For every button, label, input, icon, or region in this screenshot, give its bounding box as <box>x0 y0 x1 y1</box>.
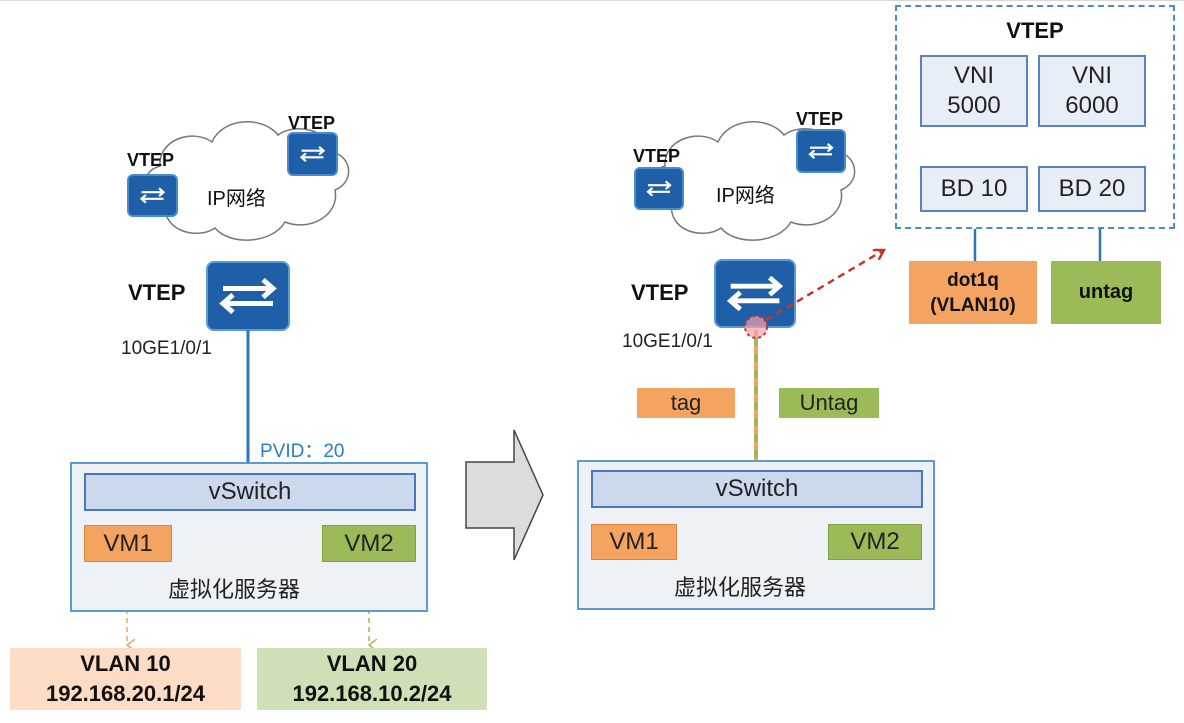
right-small-vtep-1-label: VTEP <box>633 146 681 166</box>
left-vm2: VM2 <box>322 525 416 562</box>
vni6000-line1: VNI <box>1071 62 1112 89</box>
vlan20-box: VLAN 20 192.168.10.2/24 <box>257 648 487 710</box>
vni6000-cell: VNI 6000 <box>1038 55 1146 127</box>
vlan20-name: VLAN 20 <box>326 651 418 676</box>
vni5000-line1: VNI <box>953 62 994 89</box>
left-cloud-label: IP网络 <box>207 188 266 210</box>
right-main-vtep-label: VTEP <box>631 280 689 305</box>
port-highlight-circle <box>744 315 768 339</box>
pvid-label: PVID：20 <box>260 441 345 462</box>
right-small-vtep-2-icon <box>796 129 846 173</box>
vni6000-line2: 6000 <box>1065 92 1119 119</box>
right-small-vtep-2-label: VTEP <box>796 109 844 129</box>
vlan10-name: VLAN 10 <box>80 651 171 676</box>
untag-label: Untag <box>779 388 879 418</box>
dot1q-line2: (VLAN10) <box>930 294 1016 316</box>
left-small-vtep-1-icon <box>127 174 178 217</box>
left-small-vtep-2-icon <box>287 132 338 176</box>
left-vswitch: vSwitch <box>84 473 416 511</box>
dot1q-line1: dot1q <box>947 269 999 291</box>
bd10-cell: BD 10 <box>920 166 1028 212</box>
untag-box: untag <box>1051 261 1161 324</box>
vni5000-cell: VNI 5000 <box>920 55 1028 127</box>
tag-label: tag <box>637 388 735 418</box>
right-cloud-label: IP网络 <box>716 185 775 207</box>
left-server-label: 虚拟化服务器 <box>168 577 301 602</box>
right-server-label: 虚拟化服务器 <box>674 575 807 600</box>
left-main-vtep-icon <box>206 261 290 331</box>
bd20-cell: BD 20 <box>1038 166 1146 212</box>
vlan10-box: VLAN 10 192.168.20.1/24 <box>10 648 241 710</box>
right-vswitch: vSwitch <box>591 470 923 508</box>
vlan10-ip: 192.168.20.1/24 <box>45 681 206 706</box>
left-port-label: 10GE1/0/1 <box>121 338 212 359</box>
zoom-dashed-arrow <box>765 250 884 322</box>
right-vm1: VM1 <box>591 524 677 560</box>
right-small-vtep-1-icon <box>634 167 684 210</box>
transition-arrow-icon <box>465 429 544 561</box>
vtep-detail-title: VTEP <box>1006 18 1064 43</box>
right-vm2: VM2 <box>828 524 922 560</box>
vlan20-ip: 192.168.10.2/24 <box>292 681 452 706</box>
left-small-vtep-2-label: VTEP <box>288 113 336 133</box>
top-divider <box>0 0 1184 1</box>
left-main-vtep-label: VTEP <box>128 280 186 305</box>
vni5000-line2: 5000 <box>947 92 1001 119</box>
right-port-label: 10GE1/0/1 <box>622 331 713 352</box>
dot1q-box: dot1q (VLAN10) <box>909 261 1037 324</box>
left-small-vtep-1-label: VTEP <box>127 150 175 170</box>
left-vm1: VM1 <box>84 525 172 562</box>
